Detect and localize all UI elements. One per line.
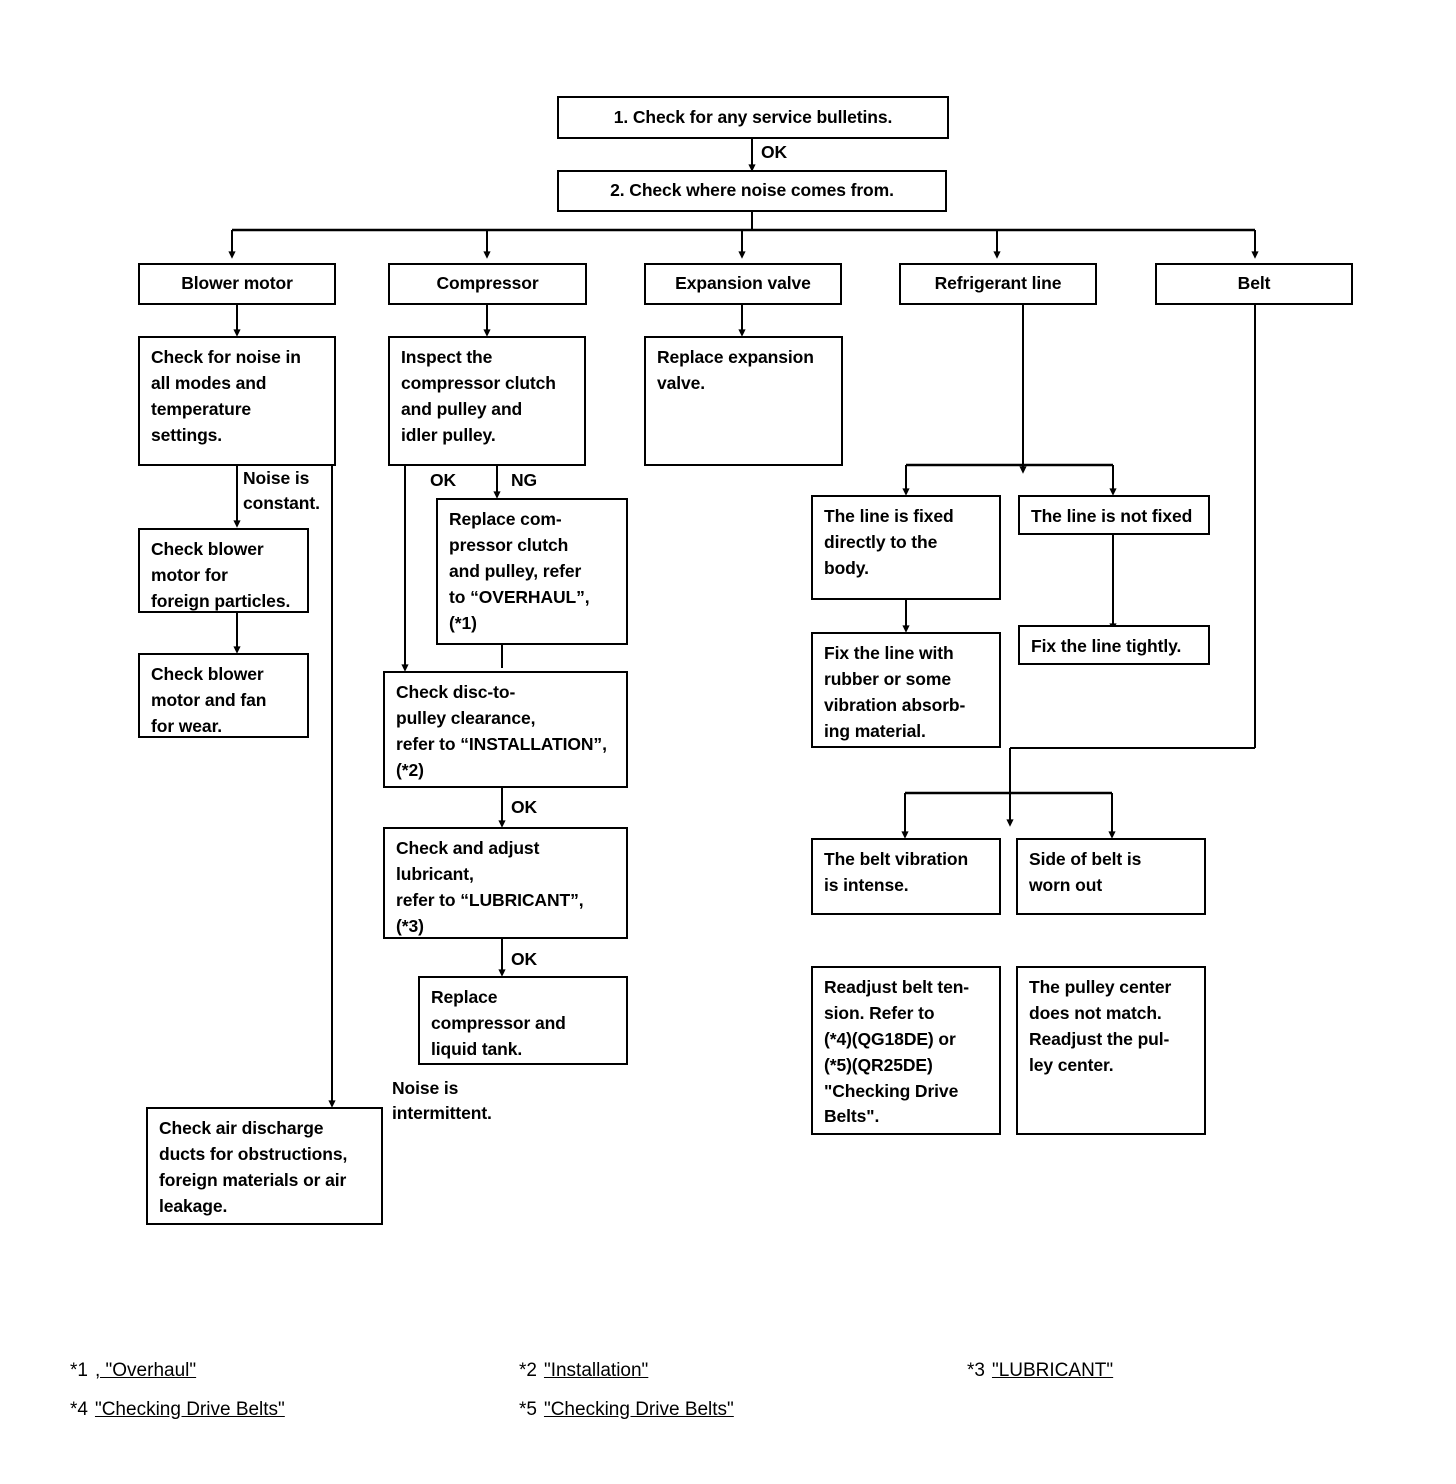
edge-label-clearance-ok: OK	[511, 797, 538, 817]
node-fix-line-rubber[interactable]: Fix the line with rubber or some vibrati…	[811, 632, 1001, 748]
node-category-belt-label: Belt	[1237, 273, 1271, 294]
node-line-not-fixed[interactable]: The line is not fixed	[1018, 495, 1210, 535]
node-compressor-lubricant[interactable]: Check and adjust lubricant, refer to “LU…	[383, 827, 628, 939]
edge-label-noise-intermittent: Noise is intermittent.	[392, 1078, 492, 1123]
node-blower-fan-wear[interactable]: Check blower motor and fan for wear.	[138, 653, 309, 738]
footnote-1[interactable]: *1 , "Overhaul"	[70, 1360, 196, 1382]
edge-label-compressor-ng: NG	[511, 470, 538, 490]
node-fix-line-rubber-label: Fix the line with rubber or some vibrati…	[824, 643, 966, 741]
node-fix-line-tightly[interactable]: Fix the line tightly.	[1018, 625, 1210, 665]
node-belt-side-worn[interactable]: Side of belt is worn out	[1016, 838, 1206, 915]
footnote-5-reference[interactable]: "Checking Drive Belts"	[543, 1399, 734, 1420]
node-compressor-lubricant-label: Check and adjust lubricant, refer to “LU…	[396, 838, 584, 936]
node-compressor-replace-label: Replace compressor and liquid tank.	[431, 987, 566, 1059]
footnote-2[interactable]: *2 "Installation"	[519, 1360, 648, 1382]
footnote-3-reference[interactable]: "LUBRICANT"	[991, 1360, 1114, 1381]
footnote-4-number: *4	[70, 1399, 88, 1420]
node-blower-air-ducts[interactable]: Check air discharge ducts for obstructio…	[146, 1107, 383, 1225]
node-compressor-replace-clutch-label: Replace com- pressor clutch and pulley, …	[449, 509, 590, 633]
node-blower-foreign-particles[interactable]: Check blower motor for foreign particles…	[138, 528, 309, 613]
node-category-refrigerant-line[interactable]: Refrigerant line	[899, 263, 1097, 305]
node-belt-side-worn-label: Side of belt is worn out	[1029, 849, 1142, 895]
node-expansion-replace-valve[interactable]: Replace expansion valve.	[644, 336, 843, 466]
node-blower-foreign-particles-label: Check blower motor for foreign particles…	[151, 539, 291, 611]
node-step-2-label: 2. Check where noise comes from.	[610, 180, 894, 201]
node-line-fixed-to-body-label: The line is fixed directly to the body.	[824, 506, 954, 578]
node-belt-pulley-center-label: The pulley center does not match. Readju…	[1029, 977, 1172, 1075]
node-compressor-replace[interactable]: Replace compressor and liquid tank.	[418, 976, 628, 1065]
node-compressor-inspect-label: Inspect the compressor clutch and pulley…	[401, 347, 556, 445]
footnote-5-number: *5	[519, 1399, 537, 1420]
node-belt-vibration-intense[interactable]: The belt vibration is intense.	[811, 838, 1001, 915]
edge-label-compressor-ok: OK	[430, 470, 457, 490]
node-fix-line-tightly-label: Fix the line tightly.	[1031, 636, 1182, 656]
node-category-compressor-label: Compressor	[436, 273, 539, 294]
node-category-expansion-valve[interactable]: Expansion valve	[644, 263, 842, 305]
footnote-3[interactable]: *3 "LUBRICANT"	[967, 1360, 1113, 1382]
node-category-expansion-valve-label: Expansion valve	[675, 273, 811, 294]
edge-label-ok-step1: OK	[761, 142, 788, 162]
node-step-1[interactable]: 1. Check for any service bulletins.	[557, 96, 949, 139]
node-category-belt[interactable]: Belt	[1155, 263, 1353, 305]
node-compressor-replace-clutch[interactable]: Replace com- pressor clutch and pulley, …	[436, 498, 628, 645]
node-belt-readjust-tension[interactable]: Readjust belt ten- sion. Refer to (*4)(Q…	[811, 966, 1001, 1135]
node-compressor-clearance-label: Check disc-to- pulley clearance, refer t…	[396, 682, 607, 780]
edge-label-lubricant-ok: OK	[511, 949, 538, 969]
footnote-2-number: *2	[519, 1360, 537, 1381]
node-blower-check-modes[interactable]: Check for noise in all modes and tempera…	[138, 336, 336, 466]
node-line-fixed-to-body[interactable]: The line is fixed directly to the body.	[811, 495, 1001, 600]
node-expansion-replace-valve-label: Replace expansion valve.	[657, 347, 814, 393]
edge-label-noise-constant: Noise is constant.	[243, 468, 320, 513]
node-blower-fan-wear-label: Check blower motor and fan for wear.	[151, 664, 267, 736]
footnote-3-number: *3	[967, 1360, 985, 1381]
node-step-2[interactable]: 2. Check where noise comes from.	[557, 170, 947, 212]
node-compressor-clearance[interactable]: Check disc-to- pulley clearance, refer t…	[383, 671, 628, 788]
node-blower-check-modes-label: Check for noise in all modes and tempera…	[151, 347, 301, 445]
node-line-not-fixed-label: The line is not fixed	[1031, 506, 1193, 526]
footnote-1-number: *1	[70, 1360, 88, 1381]
node-step-1-label: 1. Check for any service bulletins.	[613, 106, 893, 127]
node-compressor-inspect[interactable]: Inspect the compressor clutch and pulley…	[388, 336, 586, 466]
node-blower-air-ducts-label: Check air discharge ducts for obstructio…	[159, 1118, 348, 1216]
node-category-blower-motor[interactable]: Blower motor	[138, 263, 336, 305]
node-category-blower-motor-label: Blower motor	[181, 273, 293, 294]
footnote-1-reference[interactable]: , "Overhaul"	[94, 1360, 197, 1381]
node-belt-readjust-tension-label: Readjust belt ten- sion. Refer to (*4)(Q…	[824, 977, 970, 1127]
footnote-5[interactable]: *5 "Checking Drive Belts"	[519, 1399, 734, 1421]
footnote-4-reference[interactable]: "Checking Drive Belts"	[94, 1399, 285, 1420]
node-belt-pulley-center[interactable]: The pulley center does not match. Readju…	[1016, 966, 1206, 1135]
node-category-refrigerant-line-label: Refrigerant line	[934, 273, 1062, 294]
footnote-2-reference[interactable]: "Installation"	[543, 1360, 649, 1381]
footnote-4[interactable]: *4 "Checking Drive Belts"	[70, 1399, 285, 1421]
node-category-compressor[interactable]: Compressor	[388, 263, 587, 305]
node-belt-vibration-intense-label: The belt vibration is intense.	[824, 849, 969, 895]
